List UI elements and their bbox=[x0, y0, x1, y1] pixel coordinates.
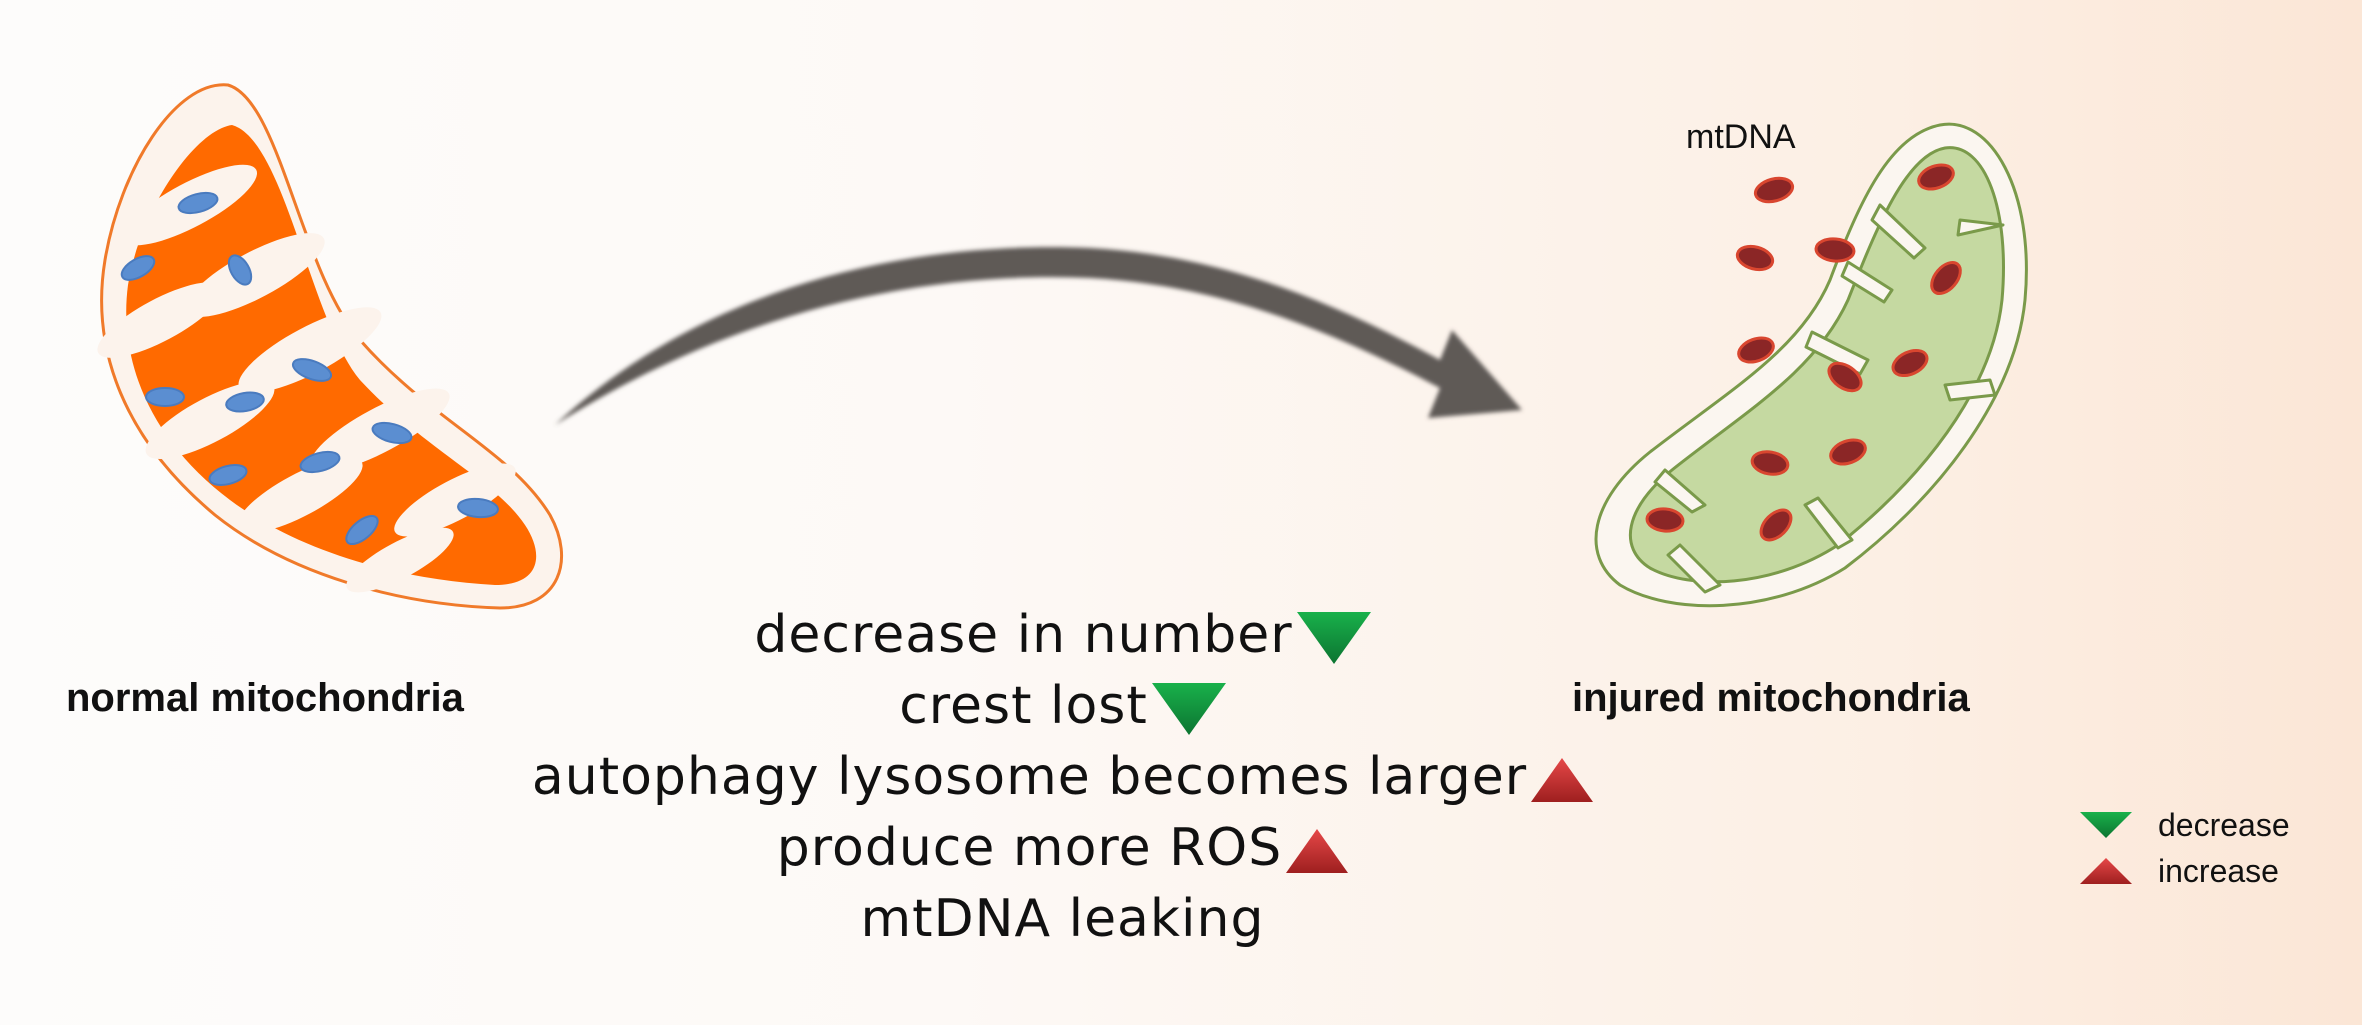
decrease-triangle-icon bbox=[1151, 683, 1226, 735]
change-item: decrease in number bbox=[500, 600, 1625, 671]
change-list: decrease in number crest lost autophagy … bbox=[500, 600, 1625, 955]
change-text: produce more ROS bbox=[776, 818, 1283, 878]
legend-decrease-label: decrease bbox=[2158, 806, 2290, 843]
change-text: autophagy lysosome becomes larger bbox=[531, 747, 1528, 807]
legend-decrease: decrease bbox=[2080, 802, 2290, 848]
decrease-triangle-icon bbox=[1296, 612, 1371, 664]
increase-triangle-icon bbox=[2080, 858, 2132, 884]
mtdna-label: mtDNA bbox=[1686, 118, 1796, 156]
change-item: autophagy lysosome becomes larger bbox=[500, 742, 1625, 813]
injured-mitochondrion bbox=[1594, 122, 2028, 608]
change-text: crest lost bbox=[899, 676, 1148, 736]
injured-mitochondria-label: injured mitochondria bbox=[1572, 676, 1970, 720]
increase-triangle-icon bbox=[1531, 758, 1594, 802]
legend-increase: increase bbox=[2080, 848, 2290, 894]
legend: decrease increase bbox=[2080, 802, 2290, 894]
increase-triangle-icon bbox=[1286, 829, 1349, 873]
change-item: produce more ROS bbox=[500, 813, 1625, 884]
normal-mitochondria-label: normal mitochondria bbox=[66, 676, 464, 720]
change-item: mtDNA leaking bbox=[500, 884, 1625, 955]
transition-arrow bbox=[555, 247, 1522, 425]
change-item: crest lost bbox=[500, 671, 1625, 742]
change-text: mtDNA leaking bbox=[860, 889, 1265, 949]
legend-increase-label: increase bbox=[2158, 852, 2279, 889]
change-text: decrease in number bbox=[754, 605, 1293, 665]
normal-mitochondrion bbox=[97, 83, 564, 610]
decrease-triangle-icon bbox=[2080, 812, 2132, 838]
